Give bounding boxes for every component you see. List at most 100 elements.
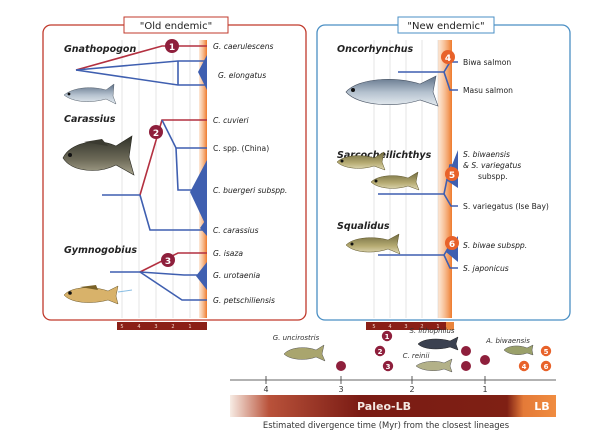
fossil-label-reinii: C. reinii [403, 352, 430, 360]
new-time-scale [366, 322, 454, 330]
new-scale-ticks: 5 4 3 2 1 [372, 324, 439, 330]
svg-text:3: 3 [404, 324, 407, 330]
species-label: G. elongatus [218, 71, 266, 80]
old-time-scale [117, 322, 207, 330]
svg-text:4: 4 [522, 363, 527, 371]
svg-text:5: 5 [544, 348, 549, 356]
species-label: Biwa salmon [463, 58, 511, 67]
svg-text:5: 5 [372, 324, 375, 330]
timeline-marker-2: 2 [374, 345, 386, 357]
node-6: 6 [445, 236, 459, 250]
gymnogobius-tree [110, 252, 207, 301]
svg-text:3: 3 [386, 363, 391, 371]
svg-text:2: 2 [153, 129, 159, 139]
tick-label: 2 [409, 385, 414, 394]
fossil-label-uncirostris: G. uncirostris [273, 334, 320, 342]
species-label: G. caerulescens [213, 42, 274, 51]
species-label: C. carassius [213, 226, 259, 235]
tick-label: 3 [338, 385, 343, 394]
timeline-marker-4: 4 [518, 360, 530, 372]
fossil-fish-lithophilus-image [417, 336, 459, 351]
old-endemic-panel: "Old endemic" [42, 16, 307, 330]
old-species-labels: G. caerulescens G. elongatus C. cuvieri … [213, 42, 287, 305]
tick-label: 4 [263, 385, 268, 394]
node-1: 1 [165, 39, 179, 53]
species-label: G. isaza [213, 249, 243, 258]
paleo-lb-label: Paleo-LB [357, 400, 411, 413]
gymnogobius-fish-image [63, 285, 133, 305]
fossil-label-lithophilus: S. lithophilus [409, 327, 454, 335]
svg-text:4: 4 [388, 324, 391, 330]
timeline-caption: Estimated divergence time (Myr) from the… [263, 420, 509, 430]
new-panel-title-box [397, 16, 495, 34]
group-sarcocheilichthys: Sarcocheilichthys [337, 150, 432, 161]
svg-text:6: 6 [544, 363, 549, 371]
timeline-tick-marks [265, 376, 486, 384]
species-label: subspp. [478, 172, 508, 181]
species-label: G. urotaenia [213, 271, 261, 280]
species-label: G. petschiliensis [213, 296, 275, 305]
group-gnathopogon: Gnathopogon [64, 44, 136, 55]
sarcocheilichthys-fish-image-2 [370, 171, 420, 191]
bottom-timeline: 4 3 2 1 Paleo-LB LB Estimated divergence… [230, 327, 556, 430]
svg-text:1: 1 [188, 324, 191, 330]
timeline-marker-3: 3 [382, 360, 394, 372]
new-panel-title: "New endemic" [407, 21, 484, 32]
svg-text:5: 5 [449, 171, 455, 181]
gnathopogon-tree [75, 45, 207, 90]
svg-text:3: 3 [165, 257, 171, 267]
fossil-fish-reinii-image [415, 358, 453, 373]
group-oncorhynchus: Oncorhynchus [337, 44, 414, 55]
species-label: S. biwae subspp. [463, 241, 527, 250]
species-label: S. variegatus (Ise Bay) [463, 202, 549, 211]
species-label: Masu salmon [463, 86, 513, 95]
species-label: C. spp. (China) [213, 144, 269, 153]
carassius-fish-image [62, 135, 135, 176]
old-panel-title: "Old endemic" [140, 21, 212, 32]
carassius-tree [102, 119, 207, 236]
fossil-label-biwaensis: A. biwaensis [485, 337, 530, 345]
new-endemic-panel: "New endemic" 4 [316, 16, 571, 330]
fossil-fish-uncirostris-image [283, 344, 326, 362]
fossil-fish-biwaensis-image [503, 344, 534, 356]
old-panel-title-box [123, 16, 229, 34]
node-3: 3 [161, 253, 175, 267]
timeline-bar [230, 395, 556, 417]
timeline-tick-labels: 4 3 2 1 [263, 385, 487, 394]
svg-text:4: 4 [445, 54, 451, 64]
svg-text:1: 1 [169, 43, 175, 53]
fossil-dots [336, 346, 490, 371]
node-2: 2 [149, 125, 163, 139]
svg-text:2: 2 [420, 324, 423, 330]
species-label: C. cuvieri [213, 116, 250, 125]
group-gymnogobius: Gymnogobius [64, 245, 137, 256]
svg-text:1: 1 [385, 333, 390, 341]
svg-text:2: 2 [171, 324, 174, 330]
gnathopogon-fish-image [63, 83, 117, 105]
old-scale-ticks: 5 4 3 2 1 [120, 324, 191, 330]
timeline-marker-6: 6 [540, 360, 552, 372]
group-carassius: Carassius [64, 114, 116, 125]
species-label: & S. variegatus [463, 161, 521, 170]
svg-text:1: 1 [436, 324, 439, 330]
species-label: S. biwaensis [463, 150, 510, 159]
new-scale-recent [446, 322, 454, 330]
oncorhynchus-tree [398, 61, 458, 91]
node-4: 4 [441, 50, 455, 64]
species-label: C. buergeri subspp. [213, 186, 287, 195]
tick-label: 1 [482, 385, 487, 394]
timeline-marker-5: 5 [540, 345, 552, 357]
timeline-marker-1: 1 [381, 330, 393, 342]
svg-text:5: 5 [120, 324, 123, 330]
svg-text:2: 2 [378, 348, 383, 356]
svg-text:3: 3 [154, 324, 157, 330]
oncorhynchus-fish-image [345, 75, 439, 107]
svg-text:4: 4 [137, 324, 140, 330]
lb-label: LB [534, 400, 549, 413]
svg-text:6: 6 [449, 240, 455, 250]
squalidus-fish-image [345, 233, 401, 255]
sarcocheilichthys-fish-image-1 [336, 151, 386, 171]
species-label: S. japonicus [463, 264, 509, 273]
new-species-labels: Biwa salmon Masu salmon S. biwaensis & S… [463, 58, 549, 273]
